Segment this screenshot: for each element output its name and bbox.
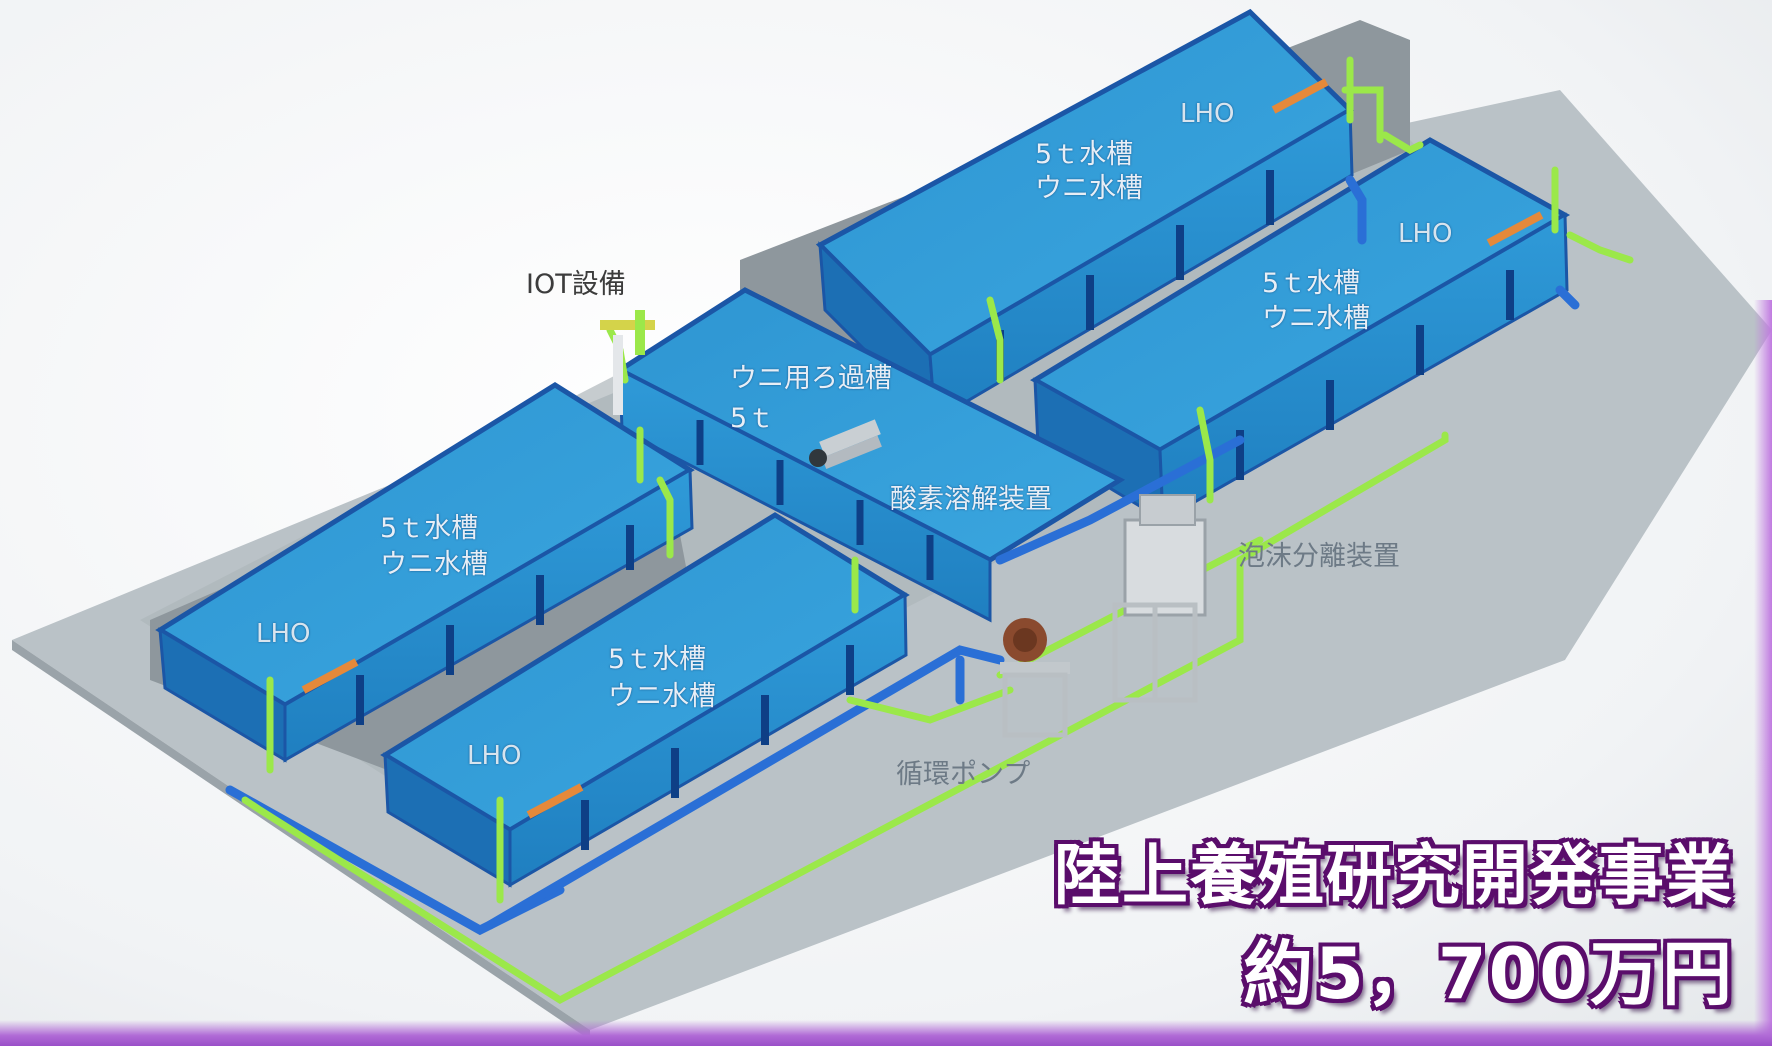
- tank-label-capacity: 5ｔ水槽: [380, 513, 479, 544]
- filter-tank-label-name: ウニ用ろ過槽: [730, 363, 892, 394]
- tank-label-type: ウニ水槽: [1035, 173, 1143, 204]
- tank-label-lho: LHO: [256, 619, 311, 649]
- tank-label-capacity: 5ｔ水槽: [1262, 268, 1361, 299]
- tank-mid-right: [1030, 137, 1571, 523]
- tank-label-lho: LHO: [1180, 99, 1235, 129]
- circulation-pump-label: 循環ポンプ: [896, 759, 1031, 790]
- iot-label: IOT設備: [526, 269, 626, 300]
- tank-label-lho: LHO: [467, 741, 522, 771]
- tank-label-capacity: 5ｔ水槽: [1035, 139, 1134, 170]
- project-title: 陸上養殖研究開発事業: [1054, 837, 1734, 914]
- filter-tank: [614, 287, 1126, 623]
- iot-equipment: [600, 310, 655, 415]
- tank-label-capacity: 5ｔ水槽: [608, 644, 707, 675]
- foam-separator: [1112, 494, 1207, 703]
- oxygen-device: [809, 419, 882, 470]
- circulation-pump: [1000, 618, 1070, 738]
- decorative-border-bottom: [0, 1020, 1772, 1046]
- filter-tank-label-capacity: 5ｔ: [730, 403, 775, 434]
- oxygen-device-label: 酸素溶解装置: [890, 484, 1052, 515]
- foam-separator-label: 泡沫分離装置: [1238, 541, 1400, 572]
- project-budget: 約5，700万円: [1243, 933, 1734, 1015]
- blue-pipes: [225, 175, 1580, 936]
- tank-left: [155, 382, 695, 763]
- tank-front: [380, 512, 910, 888]
- tank-label-type: ウニ水槽: [608, 681, 716, 712]
- tank-label-type: ウニ水槽: [1262, 303, 1370, 334]
- tank-label-type: ウニ水槽: [380, 549, 488, 580]
- tank-label-lho: LHO: [1398, 219, 1453, 249]
- decorative-border-right: [1754, 300, 1772, 1046]
